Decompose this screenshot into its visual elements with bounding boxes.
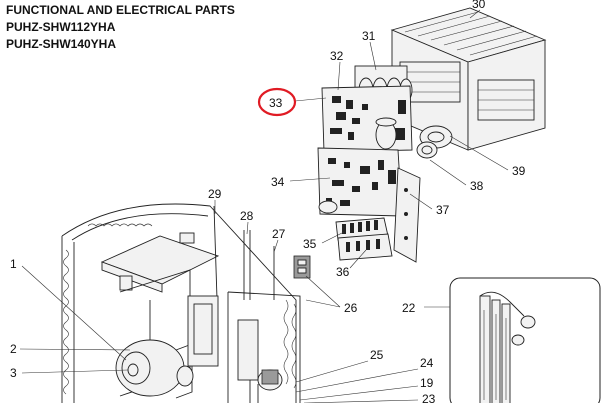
callout-38: 38 — [470, 179, 484, 193]
model-number-1: PUHZ-SHW112YHA — [6, 20, 116, 34]
callout-27: 27 — [272, 227, 286, 241]
part-22-detail-inset — [449, 277, 601, 403]
part-29-support-rod — [187, 205, 219, 367]
callout-22: 22 — [402, 301, 416, 315]
part-34-control-board — [317, 147, 403, 217]
callout-23: 23 — [422, 392, 436, 403]
callout-35: 35 — [303, 237, 317, 251]
callout-33: 33 — [269, 96, 283, 110]
callout-34: 34 — [271, 175, 285, 189]
callout-1: 1 — [10, 257, 17, 271]
section-title: FUNCTIONAL AND ELECTRICAL PARTS — [6, 3, 235, 17]
callout-32: 32 — [330, 49, 344, 63]
heat-exchanger-assembly — [61, 203, 297, 403]
callout-24: 24 — [420, 356, 434, 370]
callout-2: 2 — [10, 342, 17, 356]
compressor-piping — [227, 291, 301, 403]
callout-39: 39 — [512, 164, 526, 178]
part-28-bracket — [243, 230, 251, 300]
callout-26: 26 — [344, 301, 358, 315]
callout-37: 37 — [436, 203, 450, 217]
part-33-inverter-board — [321, 85, 438, 159]
part-26-connector — [293, 255, 311, 279]
leader-lines — [19, 9, 509, 403]
callout-36: 36 — [336, 265, 350, 279]
callout-labels: 30 31 32 33 34 35 36 37 38 39 29 28 27 2… — [10, 0, 526, 403]
highlight-circle-33 — [257, 87, 297, 117]
part-30-electrical-box — [390, 7, 547, 151]
part-35-terminal-block — [335, 217, 389, 241]
callout-28: 28 — [240, 209, 254, 223]
callout-30: 30 — [472, 0, 486, 11]
part-37-mounting-plate — [393, 167, 421, 263]
callout-29: 29 — [208, 187, 222, 201]
callout-3: 3 — [10, 366, 17, 380]
callout-25: 25 — [370, 348, 384, 362]
part-36-terminal-block — [337, 233, 393, 261]
callout-19: 19 — [420, 376, 434, 390]
model-number-2: PUHZ-SHW140YHA — [6, 37, 117, 51]
callout-31: 31 — [362, 29, 376, 43]
title-block: FUNCTIONAL AND ELECTRICAL PARTS PUHZ-SHW… — [6, 2, 235, 53]
